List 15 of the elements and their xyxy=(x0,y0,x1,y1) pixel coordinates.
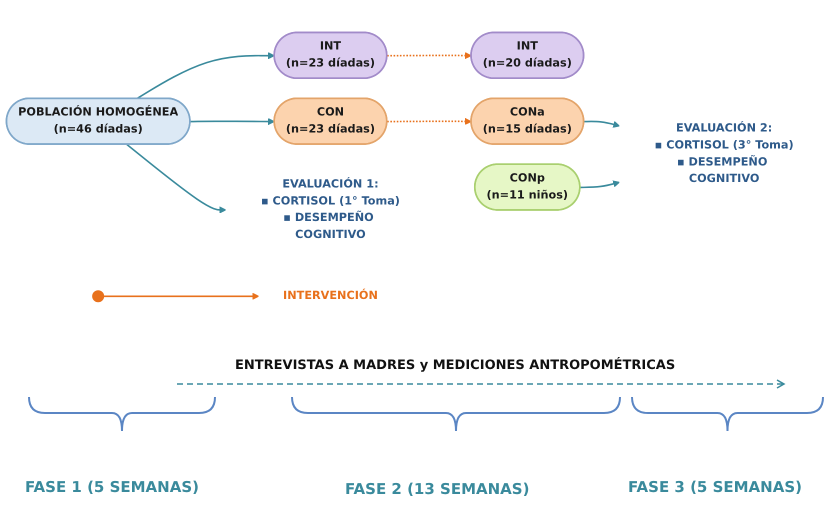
arrow xyxy=(104,293,260,300)
node-text: EVALUACIÓN 2: ▪ CORTISOL (3° Toma) ▪ DESEMPEÑO COGNITIVO xyxy=(654,122,794,186)
arrow xyxy=(580,180,620,189)
arrow xyxy=(387,52,472,60)
arrow xyxy=(136,52,275,100)
phase-label: FASE 3 (5 SEMANAS) xyxy=(628,478,802,496)
phase-label: FASE 1 (5 SEMANAS) xyxy=(25,478,199,496)
arrow xyxy=(190,118,275,126)
arrow xyxy=(387,118,472,126)
timeline-label: ENTREVISTAS A MADRES y MEDICIONES ANTROPOMÉTRICAS xyxy=(235,358,676,373)
phase-label: FASE 2 (13 SEMANAS) xyxy=(345,480,530,498)
node-text: INTERVENCIÓN xyxy=(283,290,378,303)
arrow xyxy=(584,121,620,128)
node-text: EVALUACIÓN 1: ▪ CORTISOL (1° Toma) ▪ DESEMPEÑO COGNITIVO xyxy=(260,178,400,242)
arrow xyxy=(126,144,226,214)
